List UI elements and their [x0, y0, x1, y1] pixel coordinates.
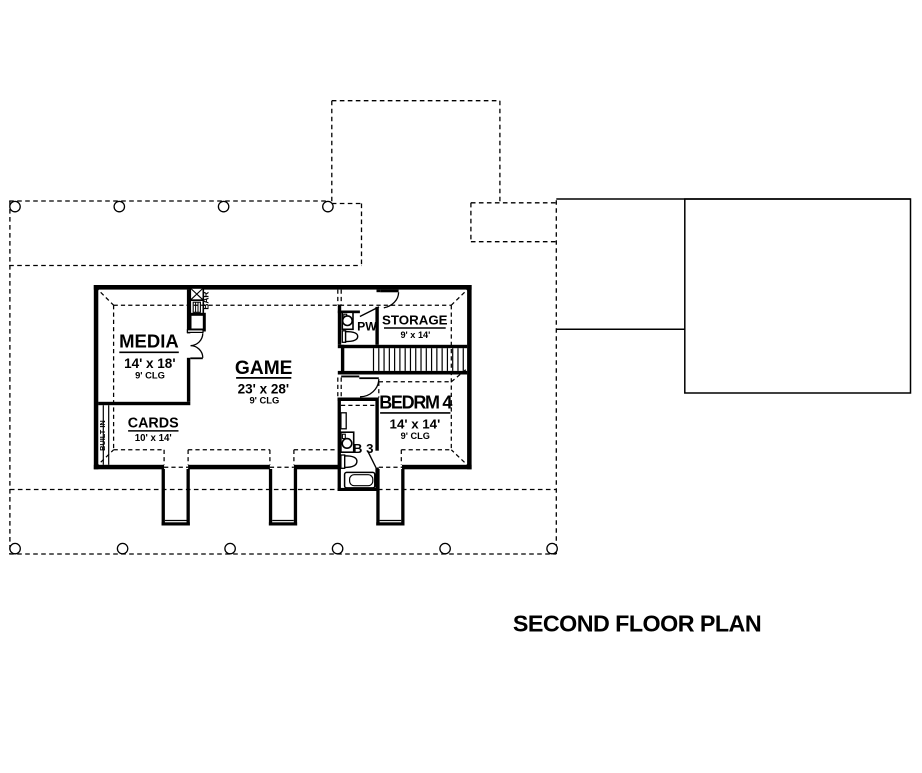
svg-text:B 3: B 3 — [353, 441, 374, 456]
svg-text:BAR: BAR — [201, 292, 211, 310]
svg-text:14' x 14': 14' x 14' — [390, 416, 441, 431]
svg-text:9' CLG: 9' CLG — [135, 369, 165, 380]
svg-text:9' x 14': 9' x 14' — [400, 330, 430, 340]
svg-text:MEDIA: MEDIA — [119, 330, 179, 351]
svg-text:PW: PW — [357, 320, 377, 334]
svg-text:STORAGE: STORAGE — [382, 312, 448, 327]
svg-text:BEDRM 4: BEDRM 4 — [379, 392, 452, 412]
svg-text:9' CLG: 9' CLG — [249, 395, 279, 406]
svg-text:CARDS: CARDS — [128, 415, 179, 431]
svg-text:GAME: GAME — [235, 358, 293, 379]
svg-text:9' CLG: 9' CLG — [401, 431, 430, 441]
svg-text:23' x 28': 23' x 28' — [238, 382, 289, 397]
svg-text:14' x 18': 14' x 18' — [124, 356, 175, 371]
svg-text:SECOND FLOOR PLAN: SECOND FLOOR PLAN — [513, 611, 761, 637]
svg-text:BUILT IN: BUILT IN — [98, 420, 107, 451]
svg-text:10' x 14': 10' x 14' — [135, 433, 172, 444]
